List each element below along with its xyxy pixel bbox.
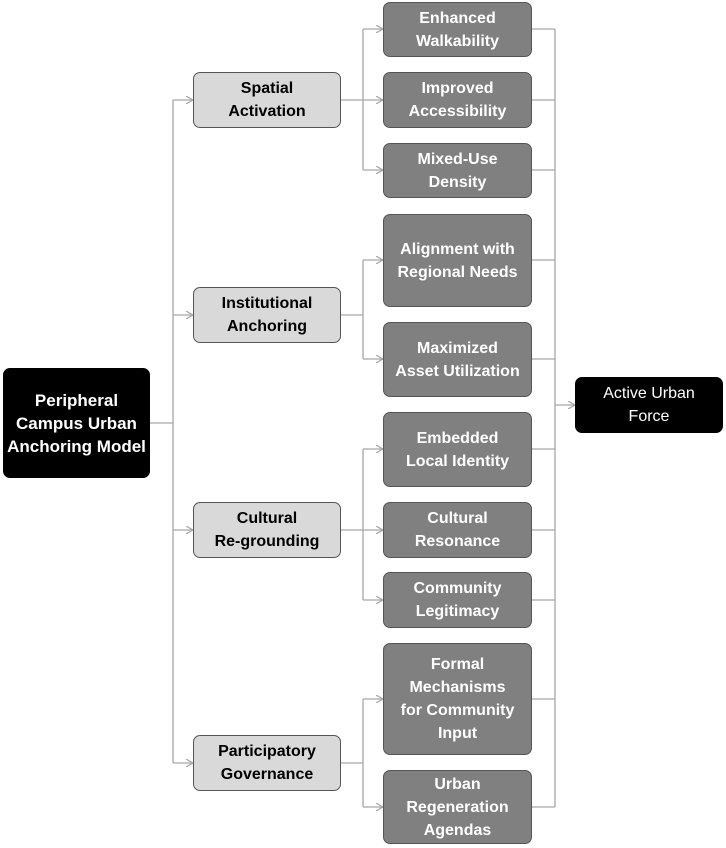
leaf-alignment-regional-needs: Alignment with Regional Needs xyxy=(383,214,532,307)
leaf-formal-mechanisms: Formal Mechanisms for Community Input xyxy=(383,643,532,755)
pillar-cultural-regrounding: Cultural Re-grounding xyxy=(193,502,341,558)
leaf-enhanced-walkability: Enhanced Walkability xyxy=(383,2,532,57)
leaf-maximized-asset-utilization: Maximized Asset Utilization xyxy=(383,322,532,397)
leaf-urban-regeneration-agendas: Urban Regeneration Agendas xyxy=(383,770,532,844)
leaf-embedded-local-identity: Embedded Local Identity xyxy=(383,412,532,487)
pillar-institutional-anchoring: Institutional Anchoring xyxy=(193,287,341,343)
leaf-community-legitimacy: Community Legitimacy xyxy=(383,572,532,628)
leaf-mixed-use-density: Mixed-Use Density xyxy=(383,143,532,198)
pillar-participatory-governance: Participatory Governance xyxy=(193,735,341,791)
leaf-cultural-resonance: Cultural Resonance xyxy=(383,502,532,558)
pillar-spatial-activation: Spatial Activation xyxy=(193,72,341,128)
outcome-node: Active Urban Force xyxy=(575,377,723,433)
root-node: Peripheral Campus Urban Anchoring Model xyxy=(3,368,150,478)
leaf-improved-accessibility: Improved Accessibility xyxy=(383,72,532,128)
